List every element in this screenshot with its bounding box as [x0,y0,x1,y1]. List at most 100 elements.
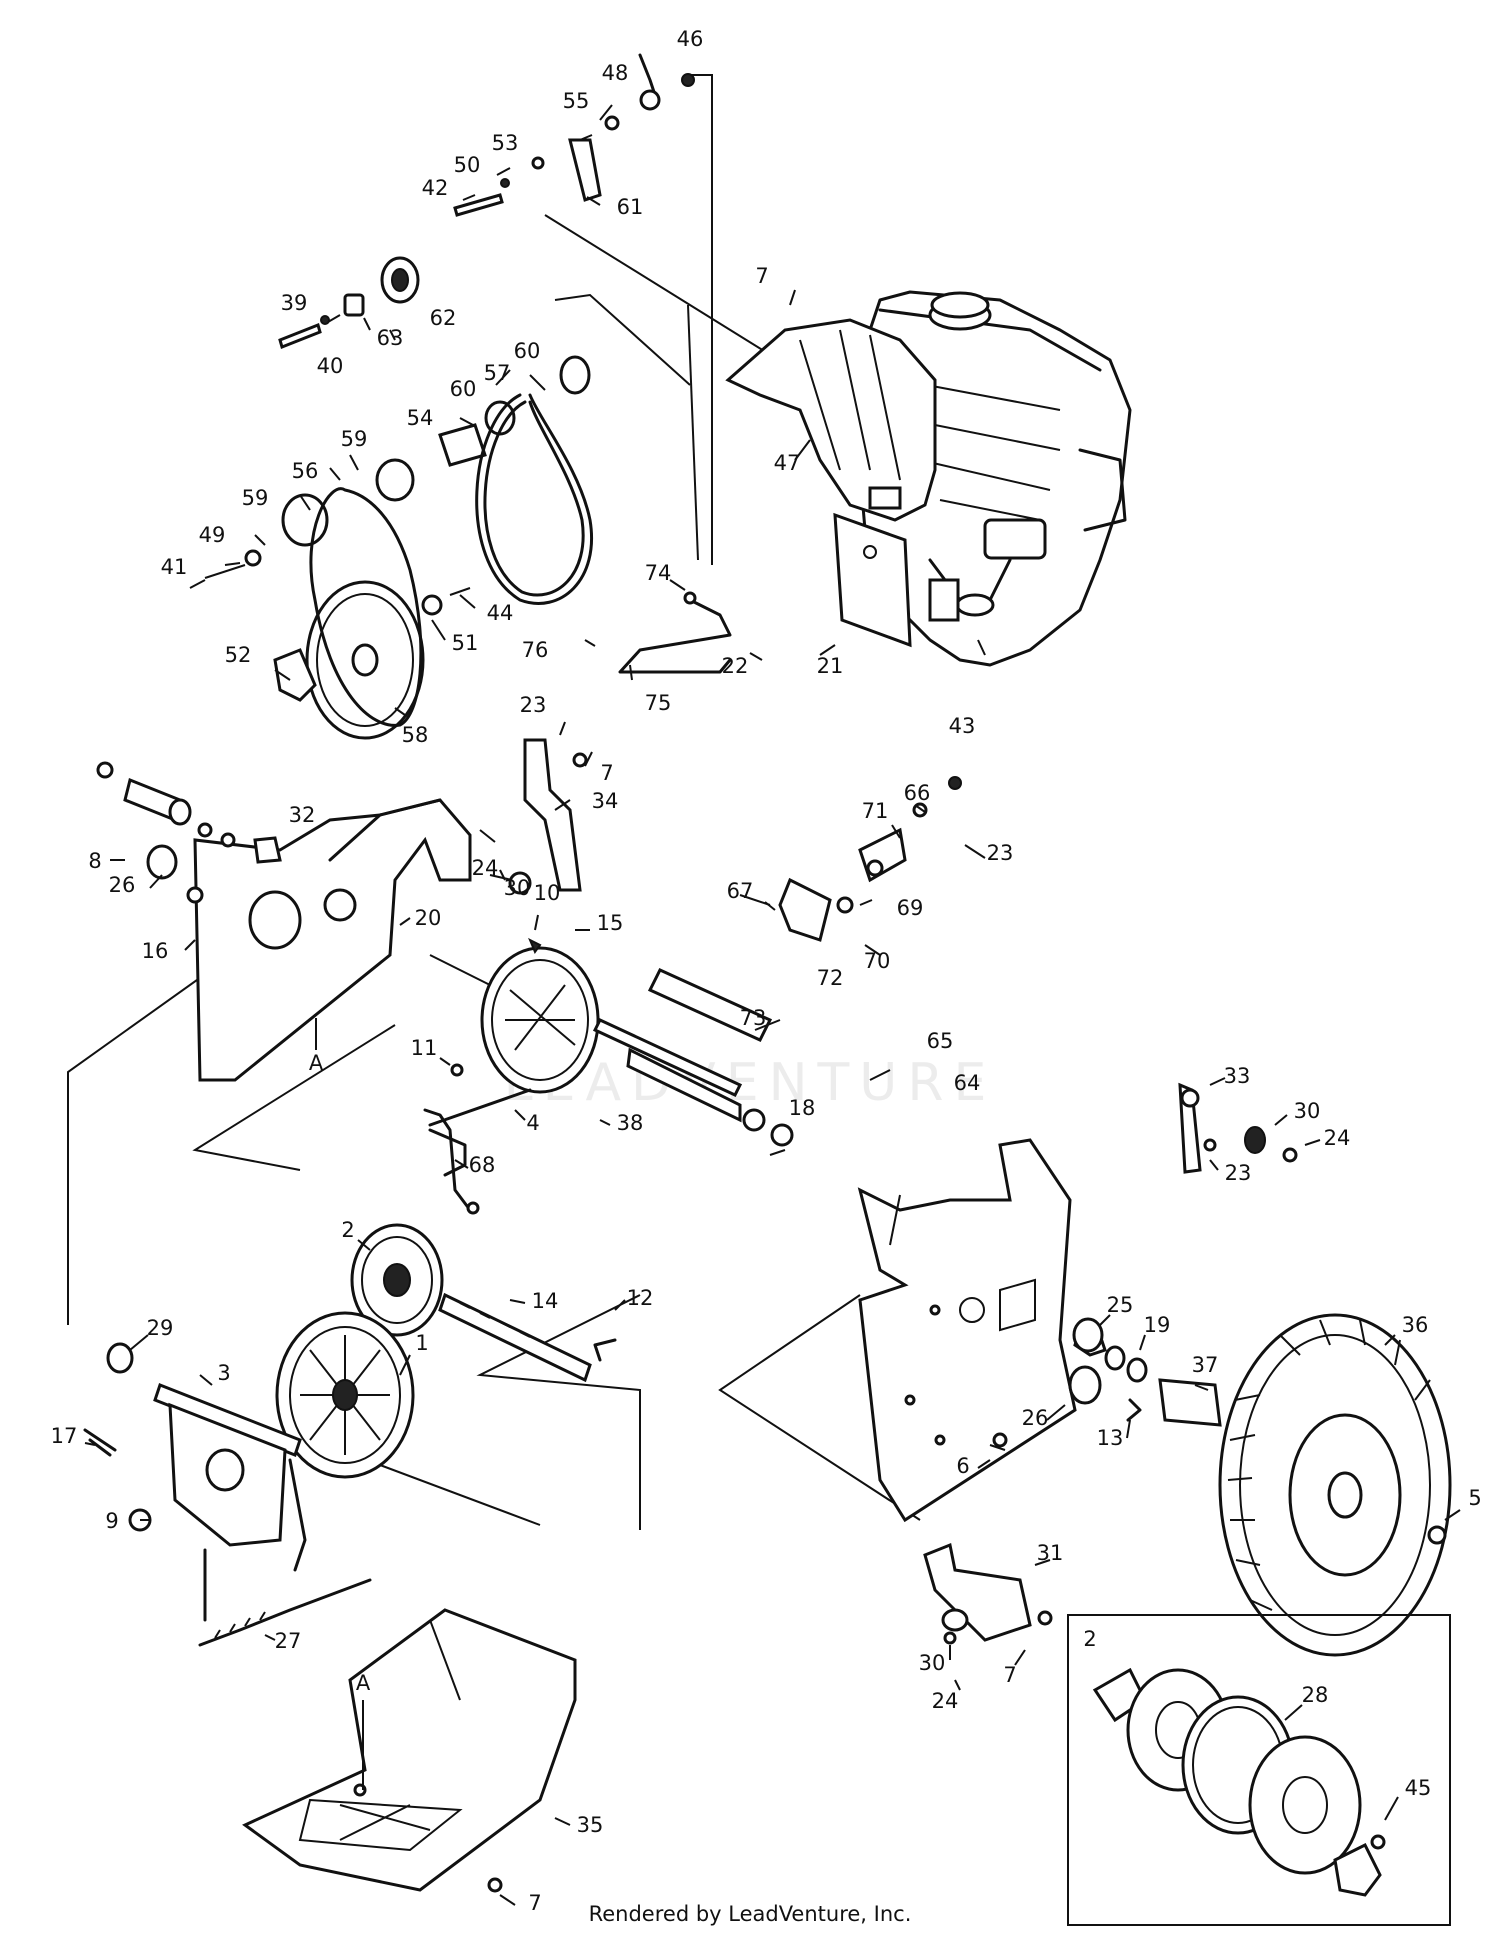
callout-20: 20 [415,906,442,930]
callout-50: 50 [454,153,481,177]
callout-35: 35 [577,1813,604,1837]
engine-assembly [858,290,1132,667]
callout-43: 43 [949,714,976,738]
callout-22: 22 [722,654,749,678]
callout-55: 55 [563,89,590,113]
callout-18: 18 [789,1096,816,1120]
callout-5: 5 [1468,1486,1481,1510]
callout-11: 11 [411,1036,438,1060]
callout-70: 70 [864,949,891,973]
gear-and-shafts [429,937,794,1147]
callout-54: 54 [407,406,434,430]
callout-1: 1 [415,1331,428,1355]
callout-61: 61 [617,195,644,219]
tensioner-hardware [278,53,695,350]
callout-67: 67 [727,879,754,903]
belt-guard-plate [833,512,912,648]
callout-59-lower: 59 [242,486,269,510]
callout-numbers: 46 48 55 53 50 42 61 7 39 62 63 40 60 60… [51,27,1482,1915]
linkage-rod [618,591,732,674]
callout-34: 34 [592,789,619,813]
callout-13: 13 [1097,1426,1124,1450]
right-frame-plate [857,1138,1077,1523]
callout-30-upper: 30 [504,876,531,900]
callout-53: 53 [492,131,519,155]
callout-46: 46 [677,27,704,51]
callout-39: 39 [281,291,308,315]
callout-26-left: 26 [109,873,136,897]
callout-12: 12 [627,1286,654,1310]
callout-38: 38 [617,1111,644,1135]
spring-cable [198,1578,372,1647]
callout-4: 4 [526,1111,539,1135]
callout-16: 16 [142,939,169,963]
callout-48: 48 [602,61,629,85]
drive-belts-pulleys [204,355,593,740]
callout-33: 33 [1224,1064,1251,1088]
callout-14: 14 [532,1289,559,1313]
callout-44: 44 [487,601,514,625]
callout-19: 19 [1144,1313,1171,1337]
callout-76: 76 [522,638,549,662]
frame-side-plate [193,798,472,1082]
callout-52: 52 [225,643,252,667]
callout-23-shift: 23 [987,841,1014,865]
inset-label: 2 [1083,1627,1096,1651]
callout-73: 73 [740,1006,767,1030]
right-axle-hardware [989,1317,1222,1451]
callout-32: 32 [289,803,316,827]
support-bracket [83,1342,307,1622]
callout-51: 51 [452,631,479,655]
callout-7-bottom: 7 [528,1891,541,1915]
callout-69: 69 [897,896,924,920]
bottom-pan [242,1608,577,1892]
shift-lever [423,1063,532,1215]
callout-58: 58 [402,723,429,747]
callout-56: 56 [292,459,319,483]
callout-75: 75 [645,691,672,715]
callout-24-right: 24 [1324,1126,1351,1150]
callout-26-right: 26 [1022,1406,1049,1430]
callout-62: 62 [430,306,457,330]
callout-23-upper: 23 [520,693,547,717]
callout-74: 74 [645,561,672,585]
callout-28: 28 [1302,1683,1329,1707]
callout-71: 71 [862,799,889,823]
callout-7-lower-right: 7 [1003,1663,1016,1687]
belt-cover [725,318,937,522]
callout-6: 6 [956,1454,969,1478]
callout-9: 9 [105,1509,118,1533]
splined-shaft [438,1292,617,1383]
callout-31: 31 [1037,1541,1064,1565]
callout-25: 25 [1107,1293,1134,1317]
callout-66: 66 [904,781,931,805]
callout-23-right: 23 [1225,1161,1252,1185]
lower-right-bracket [923,1542,1053,1645]
callout-63: 63 [377,326,404,350]
callout-15: 15 [597,911,624,935]
callout-57: 57 [484,361,511,385]
callout-60-upper: 60 [514,339,541,363]
callout-7-engine: 7 [755,264,768,288]
inset-detail-2: 2 [1067,1614,1451,1926]
callout-40: 40 [317,354,344,378]
callout-64: 64 [954,1071,981,1095]
callout-17: 17 [51,1424,78,1448]
callout-leaders [84,104,1461,1691]
callout-65: 65 [927,1029,954,1053]
callout-8: 8 [88,849,101,873]
drive-disc [275,1311,415,1479]
callout-42: 42 [422,176,449,200]
callout-36: 36 [1402,1313,1429,1337]
reference-label-a-upper: A [309,1051,324,1075]
callout-49: 49 [199,523,226,547]
callout-47: 47 [774,451,801,475]
callout-24-lower: 24 [932,1689,959,1713]
callout-27: 27 [275,1629,302,1653]
callout-30-right: 30 [1294,1099,1321,1123]
callout-37: 37 [1192,1353,1219,1377]
left-hardware [96,752,588,904]
footer-credit: Rendered by LeadVenture, Inc. [588,1902,912,1926]
callout-30-lower: 30 [919,1651,946,1675]
